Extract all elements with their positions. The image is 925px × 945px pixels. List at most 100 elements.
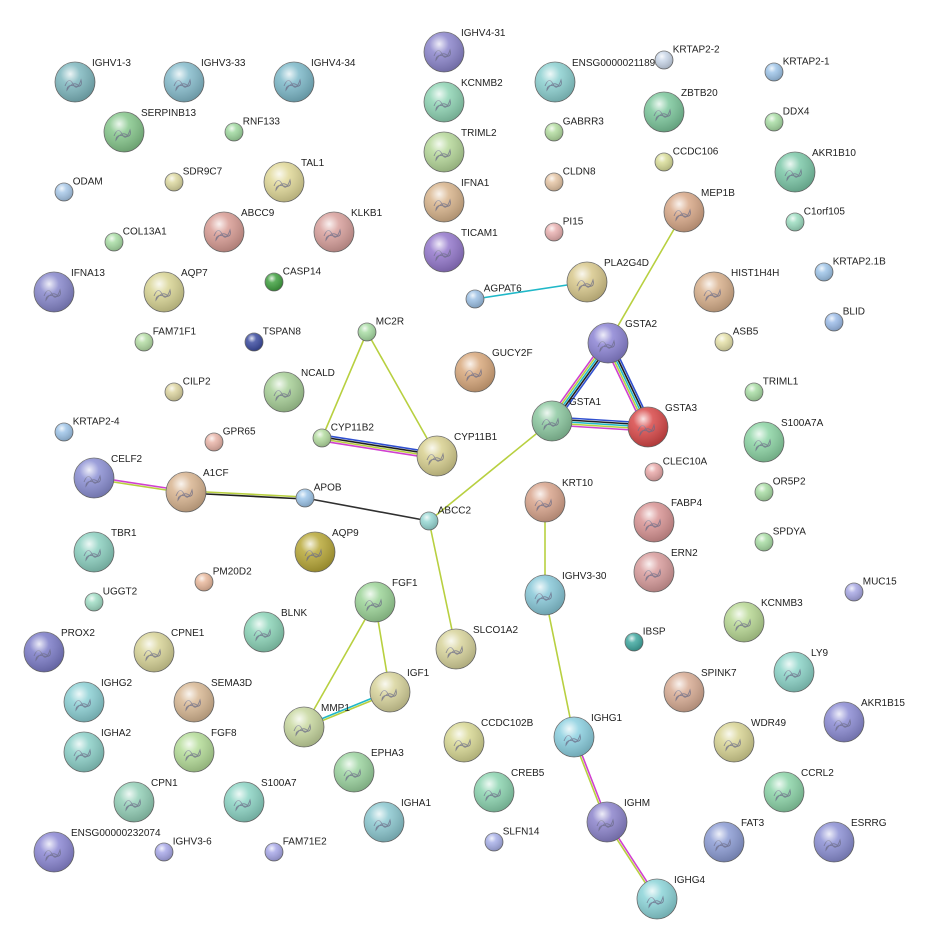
node-GSTA1[interactable]: GSTA1 xyxy=(531,397,601,442)
node-KRTAP2.1B[interactable]: KRTAP2.1B xyxy=(814,256,886,282)
node-FAM71F1[interactable]: FAM71F1 xyxy=(134,326,197,352)
node-MUC15[interactable]: MUC15 xyxy=(844,576,897,602)
node-IGHM[interactable]: IGHM xyxy=(586,798,650,843)
node-S100A7[interactable]: S100A7 xyxy=(223,778,297,823)
node-COL13A1[interactable]: COL13A1 xyxy=(104,226,167,252)
node-AKR1B10[interactable]: AKR1B10 xyxy=(774,148,856,193)
node-SPINK7[interactable]: SPINK7 xyxy=(663,668,737,713)
node-CYP11B2[interactable]: CYP11B2 xyxy=(312,422,374,448)
node-ESRRG[interactable]: ESRRG xyxy=(813,818,887,863)
node-PI15[interactable]: PI15 xyxy=(544,216,584,242)
node-AKR1B15[interactable]: AKR1B15 xyxy=(823,698,905,743)
node-IGHV1-3[interactable]: IGHV1-3 xyxy=(54,58,131,103)
node-LY9[interactable]: LY9 xyxy=(773,648,828,693)
node-WDR49[interactable]: WDR49 xyxy=(713,718,786,763)
node-GSTA2[interactable]: GSTA2 xyxy=(587,319,657,364)
node-SLCO1A2[interactable]: SLCO1A2 xyxy=(435,625,518,670)
node-KRTAP2-1[interactable]: KRTAP2-1 xyxy=(764,56,830,82)
node-TAL1[interactable]: TAL1 xyxy=(263,158,325,203)
node-FGF1[interactable]: FGF1 xyxy=(354,578,418,623)
node-TRIML2[interactable]: TRIML2 xyxy=(423,128,497,173)
node-SEMA3D[interactable]: SEMA3D xyxy=(173,678,252,723)
node-KRT10[interactable]: KRT10 xyxy=(524,478,593,523)
node-FAT3[interactable]: FAT3 xyxy=(703,818,765,863)
node-ENSG00000211894[interactable]: ENSG00000211894 xyxy=(534,58,661,103)
edge-APOB-ABCC2[interactable] xyxy=(304,497,430,522)
node-MC2R[interactable]: MC2R xyxy=(357,316,404,342)
node-IGHV3-33[interactable]: IGHV3-33 xyxy=(163,58,246,103)
node-CELF2[interactable]: CELF2 xyxy=(73,454,143,499)
node-NCALD[interactable]: NCALD xyxy=(263,368,335,413)
node-IGF1[interactable]: IGF1 xyxy=(369,668,430,713)
node-CCRL2[interactable]: CCRL2 xyxy=(763,768,834,813)
node-ASB5[interactable]: ASB5 xyxy=(714,326,759,352)
node-PLA2G4D[interactable]: PLA2G4D xyxy=(566,258,649,303)
node-AGPAT6[interactable]: AGPAT6 xyxy=(465,283,522,309)
node-HIST1H4H[interactable]: HIST1H4H xyxy=(693,268,779,313)
node-S100A7A[interactable]: S100A7A xyxy=(743,418,824,463)
node-ZBTB20[interactable]: ZBTB20 xyxy=(643,88,718,133)
node-IGHA2[interactable]: IGHA2 xyxy=(63,728,131,773)
node-TBR1[interactable]: TBR1 xyxy=(73,528,137,573)
node-CILP2[interactable]: CILP2 xyxy=(164,376,211,402)
node-TSPAN8[interactable]: TSPAN8 xyxy=(244,326,301,352)
node-MMP1[interactable]: MMP1 xyxy=(283,703,350,748)
node-ABCC2[interactable]: ABCC2 xyxy=(419,505,472,531)
edge-GSTA1-ABCC2[interactable] xyxy=(428,420,553,522)
node-IGHV3-30[interactable]: IGHV3-30 xyxy=(524,571,607,616)
edge-MC2R-CYP11B2[interactable] xyxy=(321,331,368,439)
edge-MEP1B-GSTA2[interactable] xyxy=(607,211,685,344)
node-CCDC102B[interactable]: CCDC102B xyxy=(443,718,534,763)
edge-ABCC2-SLCO1A2[interactable] xyxy=(428,520,457,650)
node-IGHV4-34[interactable]: IGHV4-34 xyxy=(273,58,356,103)
node-IGHV4-31[interactable]: IGHV4-31 xyxy=(423,28,506,73)
node-GABRR3[interactable]: GABRR3 xyxy=(544,116,604,142)
node-CREB5[interactable]: CREB5 xyxy=(473,768,545,813)
node-ABCC9[interactable]: ABCC9 xyxy=(203,208,275,253)
node-ENSG00000232074[interactable]: ENSG00000232074 xyxy=(33,828,161,873)
node-C1orf105[interactable]: C1orf105 xyxy=(785,206,845,232)
node-KCNMB2[interactable]: KCNMB2 xyxy=(423,78,503,123)
node-AQP7[interactable]: AQP7 xyxy=(143,268,208,313)
node-ODAM[interactable]: ODAM xyxy=(54,176,103,202)
edge-FGF1-MMP1[interactable] xyxy=(303,601,376,728)
node-IGHG2[interactable]: IGHG2 xyxy=(63,678,133,723)
node-KRTAP2-2[interactable]: KRTAP2-2 xyxy=(654,44,720,70)
edge-MC2R-CYP11B1[interactable] xyxy=(366,331,438,457)
node-KRTAP2-4[interactable]: KRTAP2-4 xyxy=(54,416,120,442)
node-FGF8[interactable]: FGF8 xyxy=(173,728,237,773)
node-IGHG1[interactable]: IGHG1 xyxy=(553,713,623,758)
node-OR5P2[interactable]: OR5P2 xyxy=(754,476,806,502)
node-SPDYA[interactable]: SPDYA xyxy=(754,526,806,552)
node-FABP4[interactable]: FABP4 xyxy=(633,498,703,543)
node-KCNMB3[interactable]: KCNMB3 xyxy=(723,598,803,643)
node-IGHG4[interactable]: IGHG4 xyxy=(636,875,706,920)
node-AQP9[interactable]: AQP9 xyxy=(294,528,359,573)
node-EPHA3[interactable]: EPHA3 xyxy=(333,748,404,793)
node-IFNA13[interactable]: IFNA13 xyxy=(33,268,105,313)
node-SDR9C7[interactable]: SDR9C7 xyxy=(164,166,223,192)
node-GUCY2F[interactable]: GUCY2F xyxy=(454,348,533,393)
node-TRIML1[interactable]: TRIML1 xyxy=(744,376,799,402)
node-RNF133[interactable]: RNF133 xyxy=(224,116,280,142)
node-GPR65[interactable]: GPR65 xyxy=(204,426,256,452)
node-CLDN8[interactable]: CLDN8 xyxy=(544,166,596,192)
node-IBSP[interactable]: IBSP xyxy=(624,626,666,652)
node-PROX2[interactable]: PROX2 xyxy=(23,628,95,673)
node-A1CF[interactable]: A1CF xyxy=(165,468,229,513)
node-UGGT2[interactable]: UGGT2 xyxy=(84,586,138,612)
node-TICAM1[interactable]: TICAM1 xyxy=(423,228,498,273)
node-IGHV3-6[interactable]: IGHV3-6 xyxy=(154,836,212,862)
node-CPNE1[interactable]: CPNE1 xyxy=(133,628,205,673)
node-CCDC106[interactable]: CCDC106 xyxy=(654,146,719,172)
node-DDX4[interactable]: DDX4 xyxy=(764,106,810,132)
node-BLNK[interactable]: BLNK xyxy=(243,608,307,653)
node-IGHA1[interactable]: IGHA1 xyxy=(363,798,431,843)
node-SERPINB13[interactable]: SERPINB13 xyxy=(103,108,196,153)
node-PM20D2[interactable]: PM20D2 xyxy=(194,566,252,592)
node-ERN2[interactable]: ERN2 xyxy=(633,548,698,593)
node-CYP11B1[interactable]: CYP11B1 xyxy=(416,432,498,477)
node-SLFN14[interactable]: SLFN14 xyxy=(484,826,540,852)
node-CASP14[interactable]: CASP14 xyxy=(264,266,322,292)
node-MEP1B[interactable]: MEP1B xyxy=(663,188,735,233)
